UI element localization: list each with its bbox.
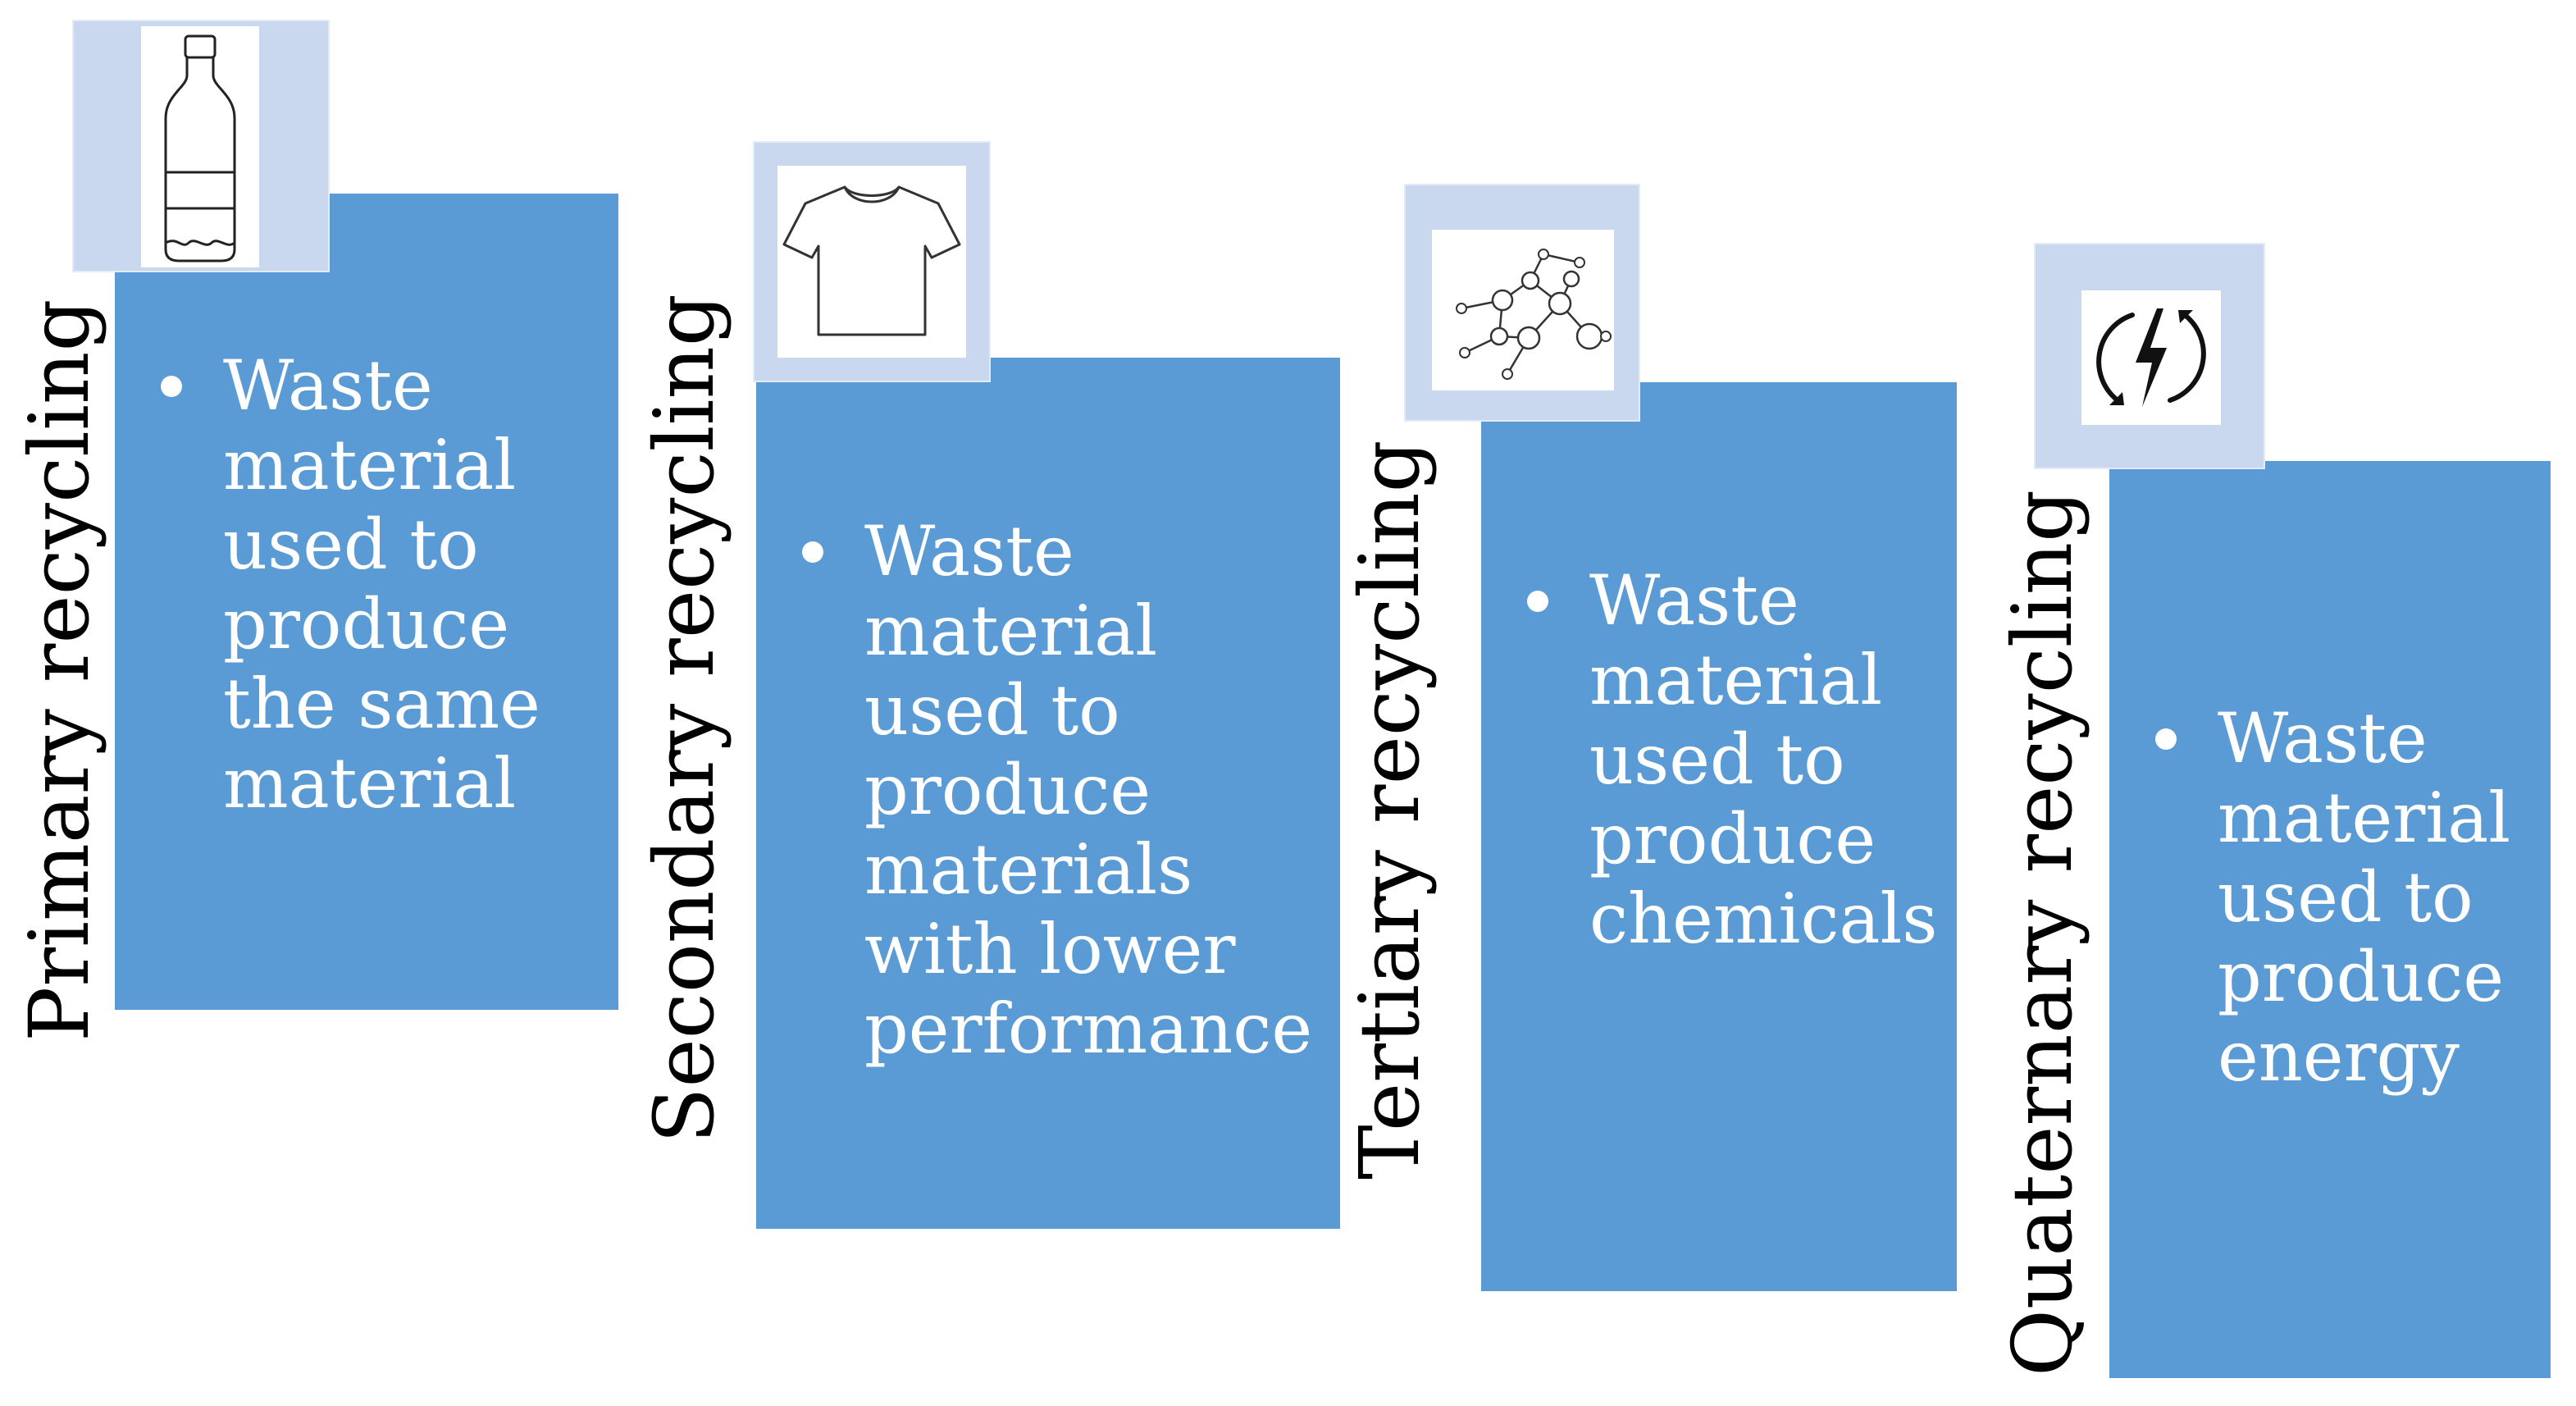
primary-recycling-label: Primary recycling	[11, 299, 107, 1042]
primary-icon-frame	[72, 20, 330, 272]
quaternary-recycling-list: Waste material used to produce energy	[2109, 699, 2534, 1097]
secondary-recycling-list: Waste material used to produce materials…	[756, 512, 1312, 1069]
secondary-recycling-description: Waste material used to produce materials…	[756, 512, 1312, 1069]
quaternary-recycling-description: Waste material used to produce energy	[2109, 699, 2534, 1097]
tertiary-recycling-label: Tertiary recycling	[1342, 440, 1438, 1180]
tertiary-recycling-list: Waste material used to produce chemicals	[1481, 561, 1937, 959]
quaternary-recycling-label: Quaternary recycling	[1995, 489, 2090, 1376]
primary-recycling-box: Waste material used to produce the same …	[115, 194, 618, 1010]
primary-recycling-list: Waste material used to produce the same …	[115, 346, 586, 824]
molecule-icon	[1432, 230, 1614, 390]
tertiary-icon-frame	[1404, 184, 1640, 422]
tertiary-recycling-box: Waste material used to produce chemicals	[1481, 382, 1957, 1291]
tshirt-icon	[777, 166, 966, 358]
bottle-icon	[141, 26, 259, 267]
energy-icon	[2081, 290, 2221, 425]
secondary-recycling-label: Secondary recycling	[636, 294, 732, 1144]
primary-recycling-description: Waste material used to produce the same …	[115, 346, 586, 824]
secondary-recycling-box: Waste material used to produce materials…	[756, 358, 1340, 1229]
quaternary-icon-frame	[2034, 243, 2265, 469]
quaternary-recycling-box: Waste material used to produce energy	[2109, 461, 2551, 1378]
tertiary-recycling-description: Waste material used to produce chemicals	[1481, 561, 1937, 959]
secondary-icon-frame	[753, 141, 991, 382]
